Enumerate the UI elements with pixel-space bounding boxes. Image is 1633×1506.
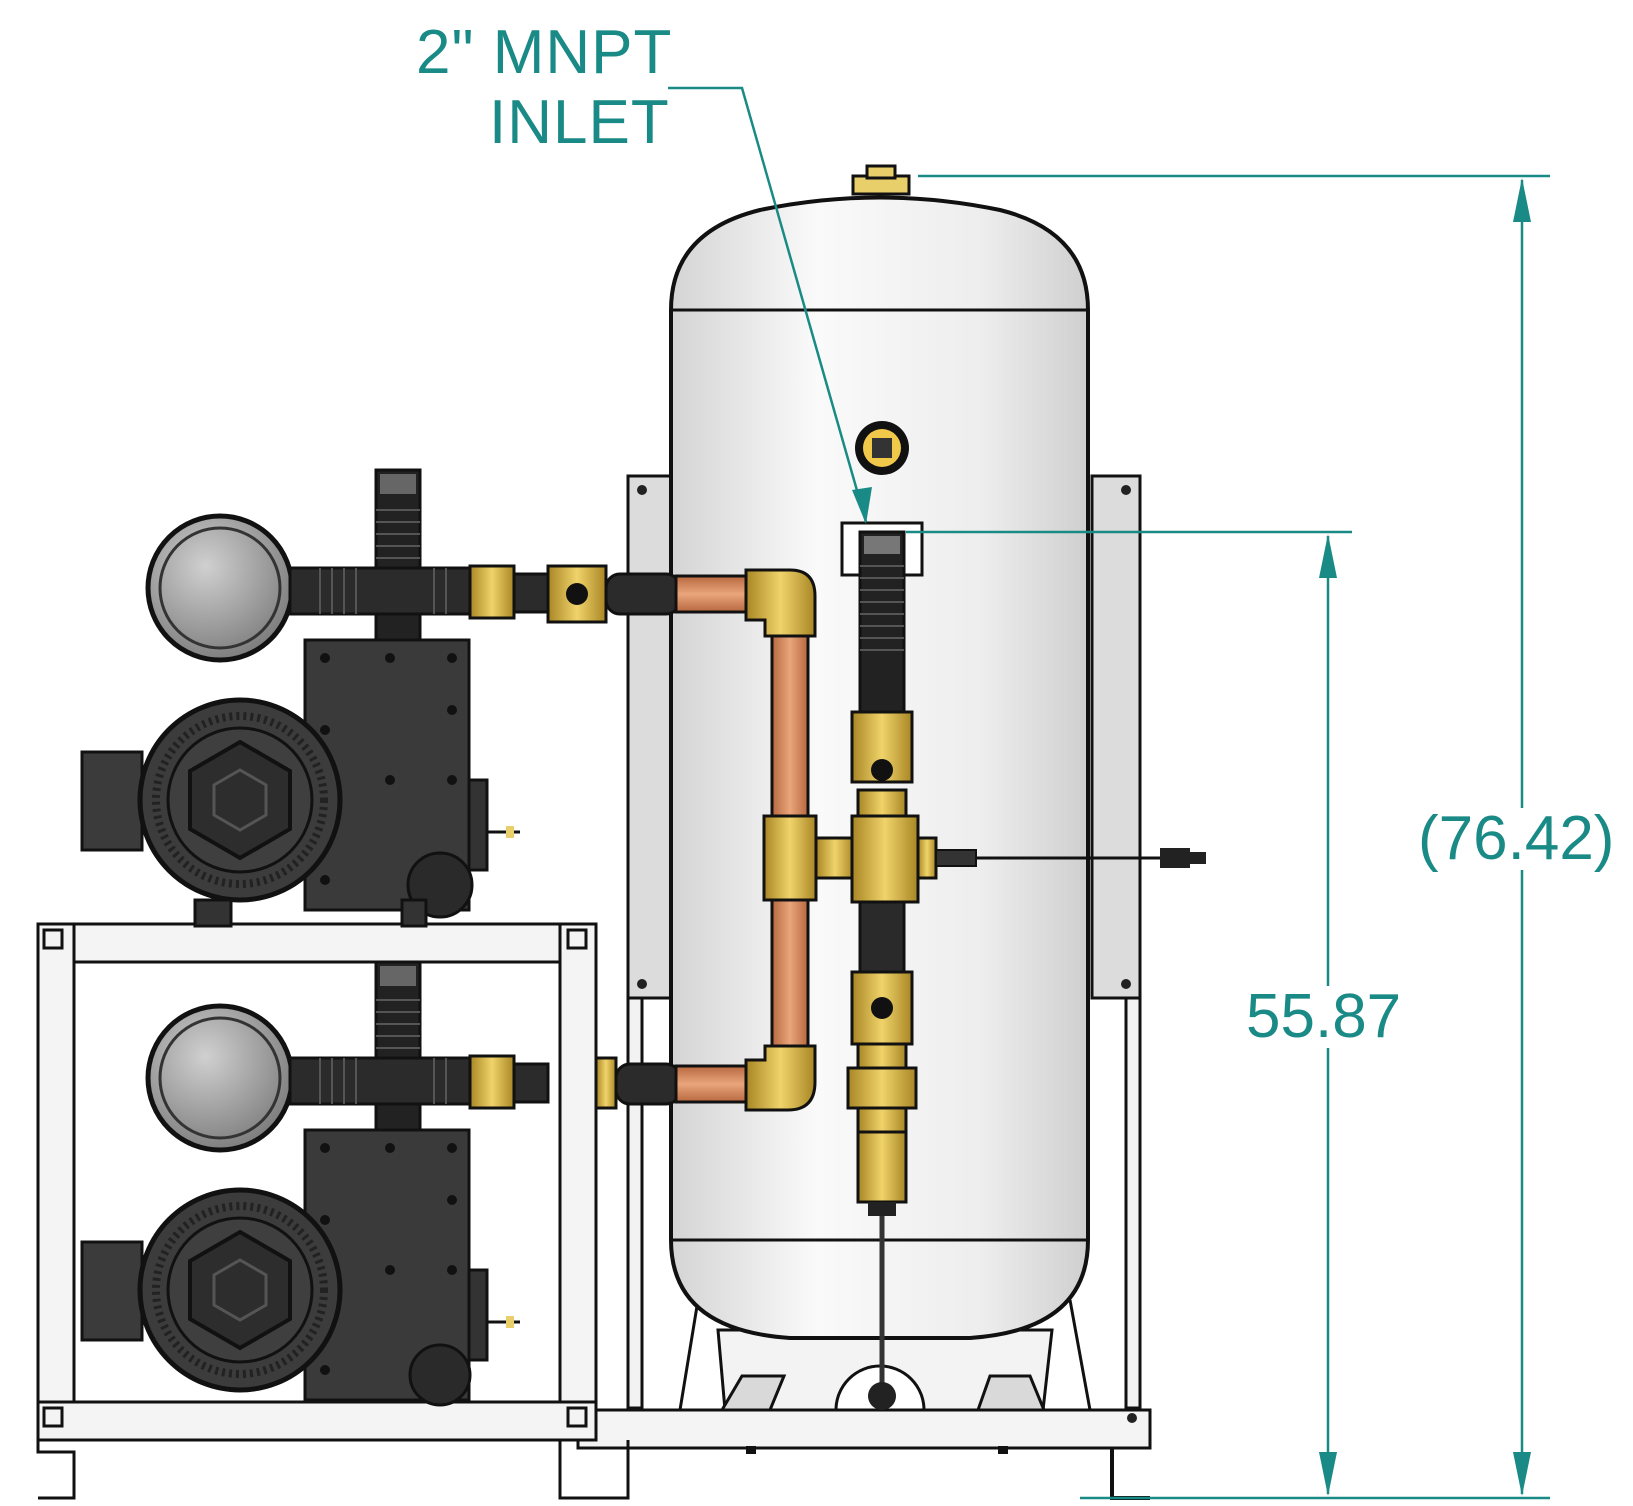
pump-stand: [36, 922, 630, 1500]
overall-height-value: (76.42): [1418, 804, 1615, 873]
inlet-callout-size: 2" MNPT: [416, 18, 673, 87]
vacuum-pump-upper: [80, 468, 682, 928]
inlet-height-value: 55.87: [1246, 982, 1402, 1051]
tank-inlet-assembly: [846, 530, 1206, 1410]
copper-piping: [674, 568, 856, 1112]
inlet-callout-label: INLET: [489, 88, 670, 157]
vacuum-pump-lower: [80, 960, 682, 1407]
inlet-leader-line: [668, 86, 872, 524]
